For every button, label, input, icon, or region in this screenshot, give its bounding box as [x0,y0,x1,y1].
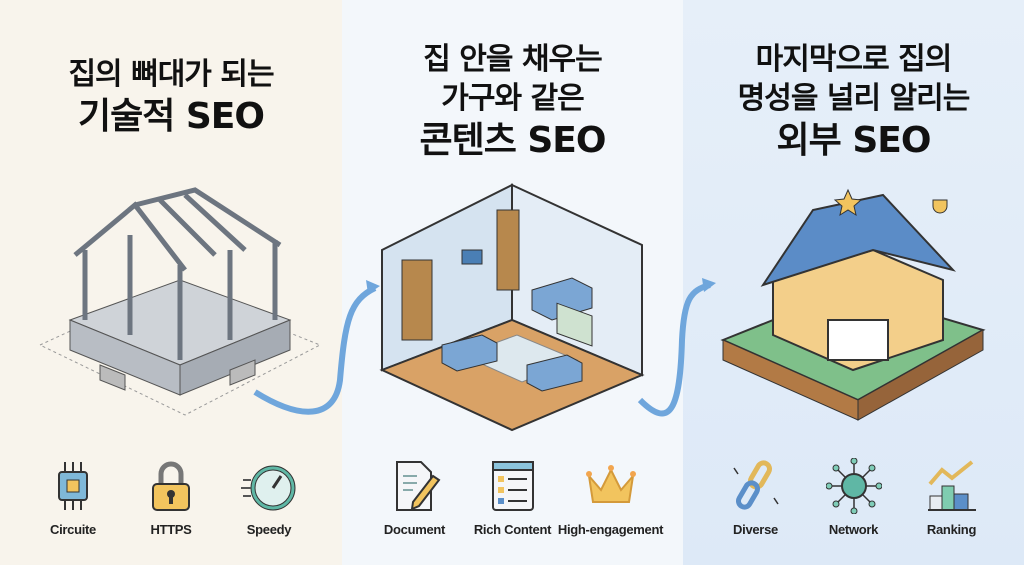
crown-icon [585,465,636,503]
icon-label: Document [383,522,446,537]
title-line: 명성을 널리 알리는 [737,81,971,116]
icon-row: Circuite HTTPS Speedy [0,458,342,537]
icon-label: Circuite [49,522,96,537]
technical-seo-panel: 집의 뼈대가 되는 기술적 SEO Circuite HTTPS Speedy [0,0,342,565]
speed-item: Speedy [229,458,309,537]
diverse-item: Diverse [716,458,796,537]
link-icon [732,460,779,510]
icon-row: Diverse Network Ranking [683,458,1024,537]
title-line: 집의 뼈대가 되는 [68,57,274,92]
ranking-icon [927,460,976,511]
document-item: Document [375,458,455,537]
ranking-item: Ranking [912,458,992,537]
network-item: Network [814,458,894,537]
icon-label: High-engagement [557,522,664,537]
network-icon [825,458,882,514]
content-seo-panel: 집 안을 채우는 가구와 같은 콘텐츠 SEO Document Rich Co… [342,0,683,565]
circuit-icon [58,462,88,510]
icon-row: Document Rich Content High-engagement [342,458,683,537]
panel-title: 집의 뼈대가 되는 기술적 SEO [0,55,342,141]
panel-title: 집 안을 채우는 가구와 같은 콘텐츠 SEO [342,40,683,165]
icon-label: Network [828,522,879,537]
title-line: 집 안을 채우는 [423,42,603,77]
offpage-seo-panel: 마지막으로 집의 명성을 널리 알리는 외부 SEO Diverse Netwo… [683,0,1024,565]
title-line: 기술적 SEO [77,96,265,137]
icon-label: Diverse [733,522,778,537]
icon-label: HTTPS [150,522,192,537]
title-line: 콘텐츠 SEO [419,120,606,161]
document-icon [395,461,440,511]
reputable-house-illustration [720,188,986,421]
title-line: 가구와 같은 [441,81,584,116]
icon-label: Ranking [926,522,977,537]
furnished-room-illustration [379,183,645,432]
house-frame-illustration [38,187,322,416]
lock-item: HTTPS [131,458,211,537]
icon-label: Rich Content [473,522,552,537]
circuit-item: Circuite [33,458,113,537]
title-line: 마지막으로 집의 [755,42,953,77]
rich-content-item: Rich Content [473,458,553,537]
engagement-item: High-engagement [558,458,663,537]
icon-label: Speedy [246,522,292,537]
title-line: 외부 SEO [776,120,932,161]
lock-icon [152,461,190,511]
speedometer-icon [241,465,296,511]
rich-content-icon [491,461,534,511]
panel-title: 마지막으로 집의 명성을 널리 알리는 외부 SEO [683,40,1024,165]
